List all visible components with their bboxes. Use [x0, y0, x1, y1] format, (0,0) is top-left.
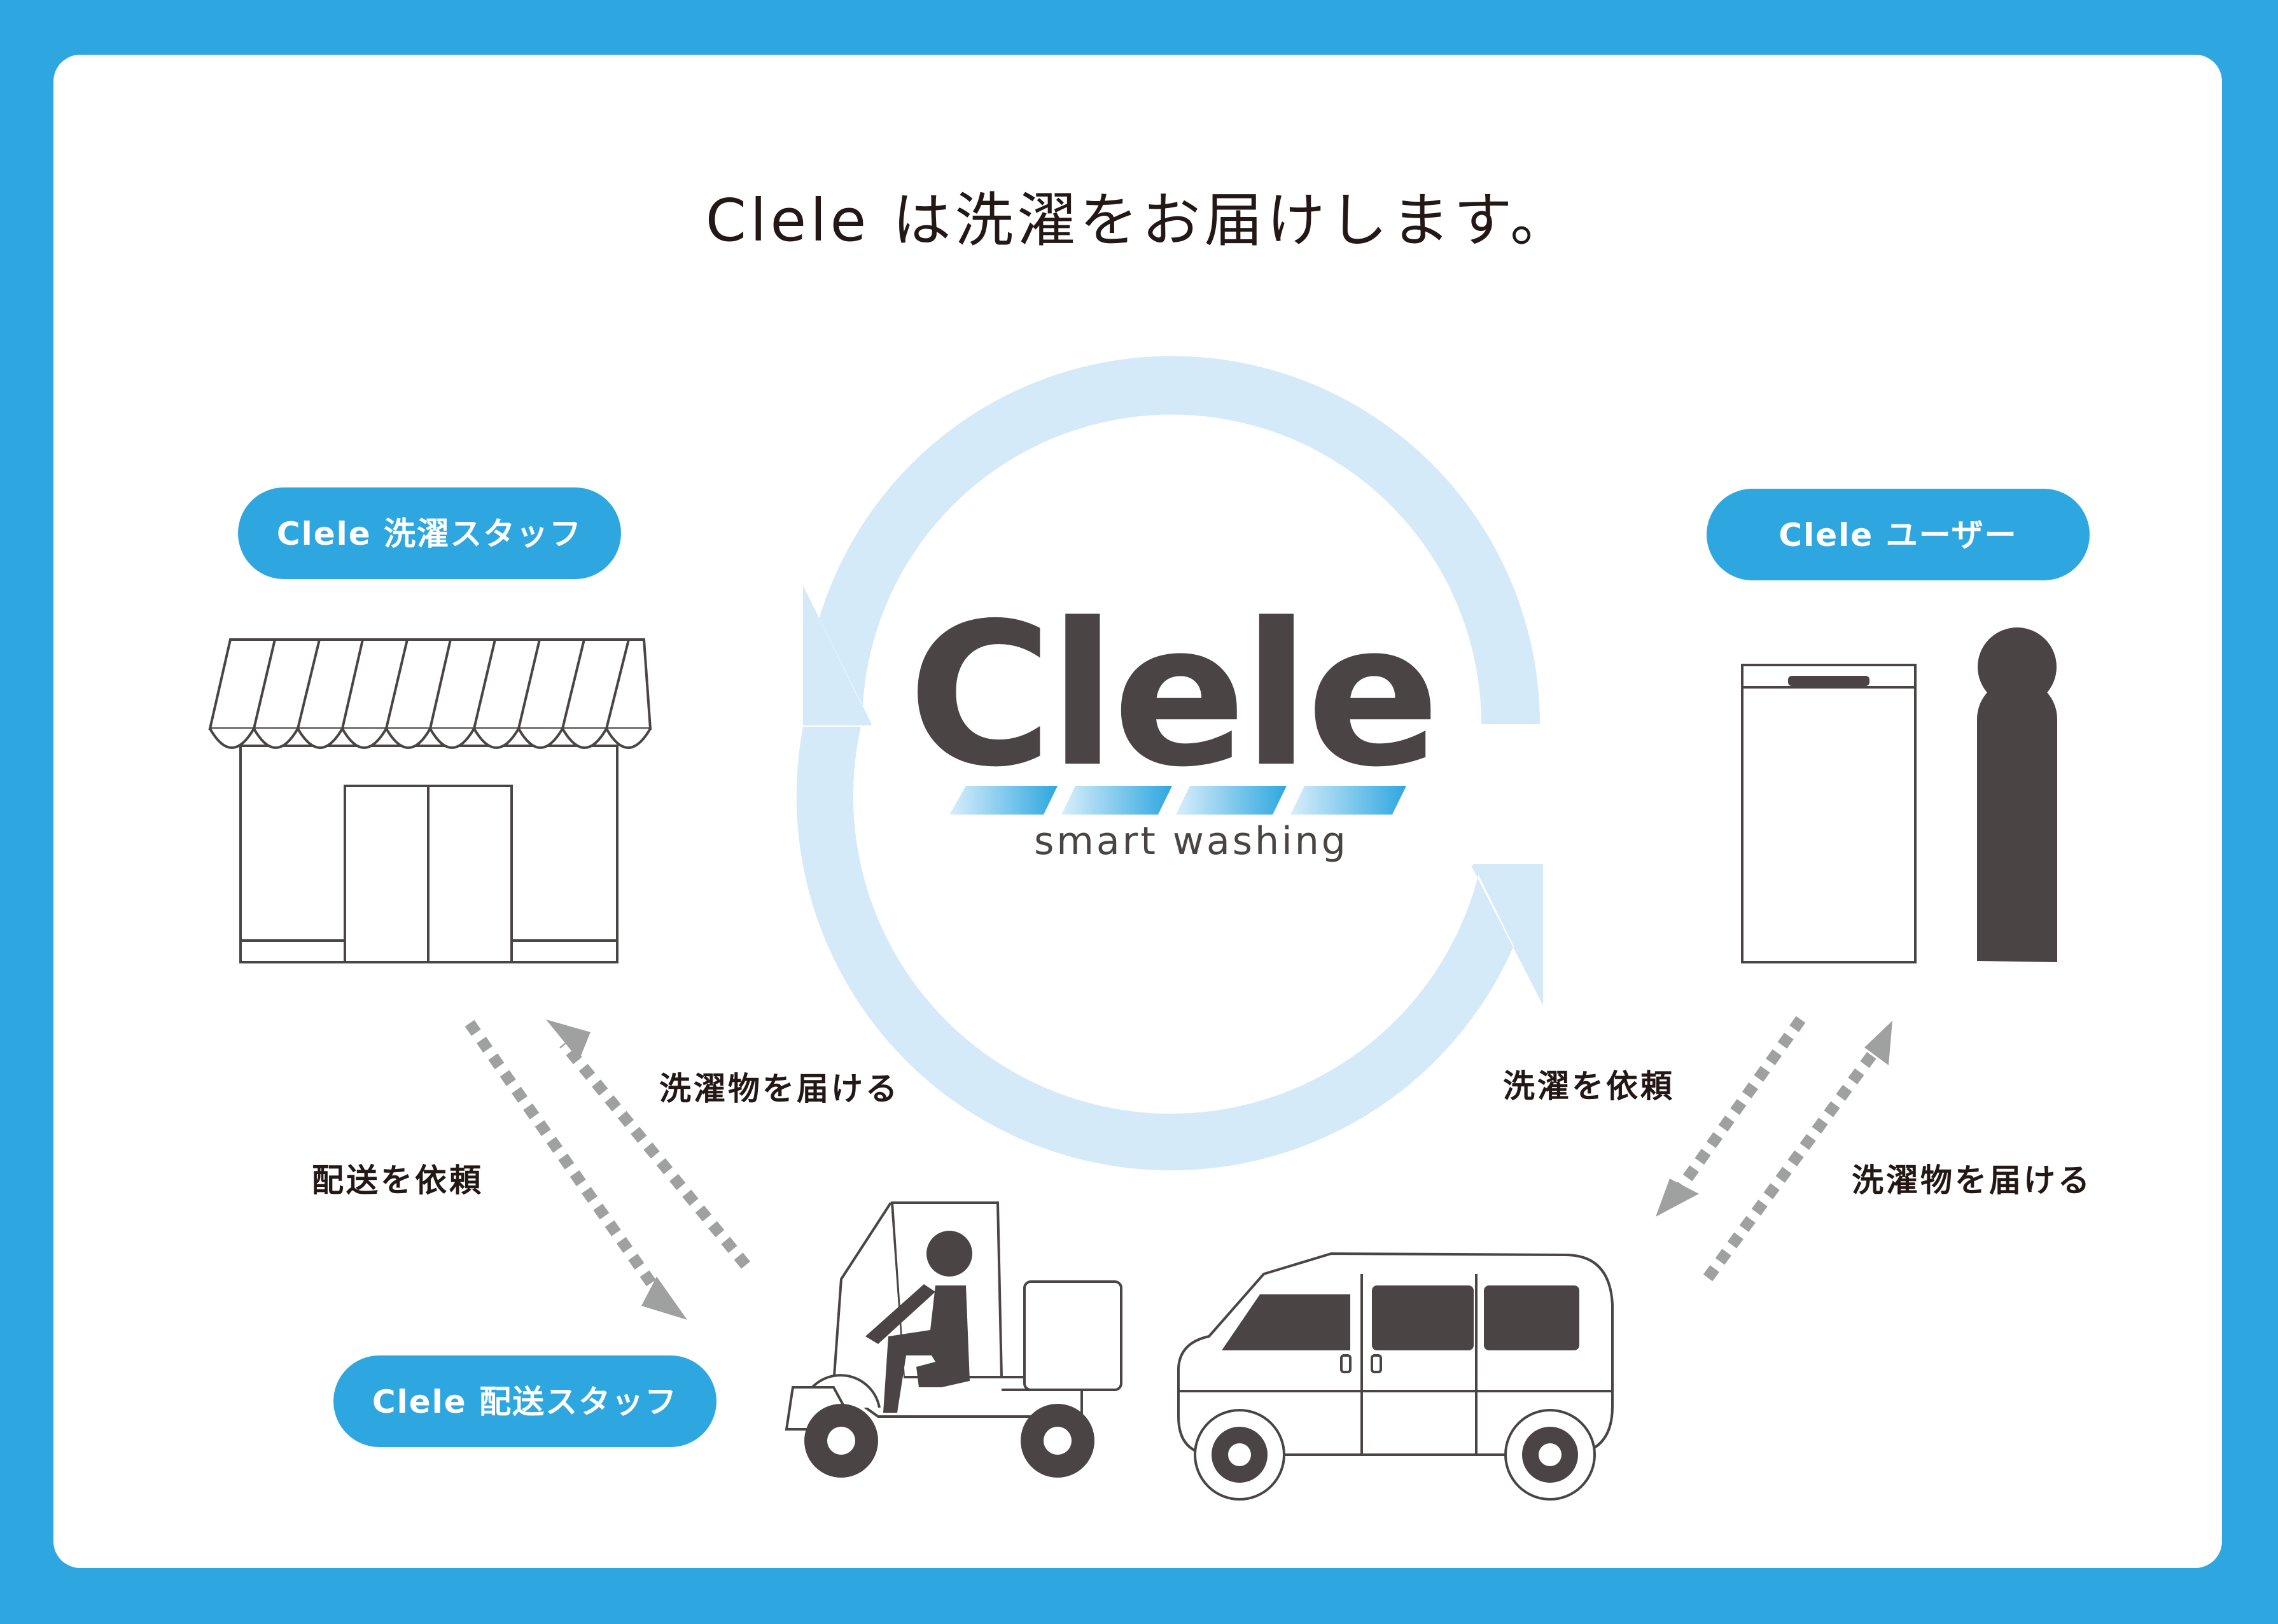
pill-user-label: Clele ユーザー: [1778, 517, 2017, 554]
pill-delivery-staff: Clele 配送スタッフ: [333, 1355, 716, 1447]
logo-stripes: [949, 786, 1406, 815]
cycle-arrow-icon: [796, 356, 1543, 1171]
label-request-laundry: 洗濯を依頼: [1503, 1068, 1675, 1105]
arrowhead-down-right: [1656, 1179, 1699, 1217]
clele-logo: Clele smart washing: [908, 581, 1441, 864]
label-deliver-laundry-right: 洗濯物を届ける: [1852, 1162, 2092, 1199]
pill-laundry-staff: Clele 洗濯スタッフ: [238, 487, 621, 579]
locker-icon: [1741, 664, 1917, 963]
arrowhead-down-left: [641, 1277, 687, 1320]
arrowhead-up-right: [1864, 1021, 1892, 1065]
page-title: Clele は洗濯をお届けします。: [706, 186, 1573, 255]
label-request-delivery: 配送を依頼: [312, 1162, 484, 1199]
label-deliver-laundry-left: 洗濯物を届ける: [659, 1070, 900, 1107]
arrow-deliver-left: [559, 1040, 750, 1269]
cycle-arrowheads: [803, 585, 1543, 1005]
pill-delivery-staff-label: Clele 配送スタッフ: [372, 1383, 678, 1420]
logo-wordmark: Clele: [908, 581, 1437, 811]
delivery-trike-icon: [785, 1201, 1122, 1478]
pill-laundry-staff-label: Clele 洗濯スタッフ: [277, 515, 582, 552]
person-icon: [1977, 627, 2057, 962]
arrow-deliver-right: [1703, 1047, 1880, 1282]
arrowhead-up-left: [546, 1019, 590, 1060]
logo-tagline: smart washing: [1034, 819, 1348, 864]
pill-user: Clele ユーザー: [1707, 489, 2090, 580]
van-icon: [1177, 1252, 1614, 1501]
arrow-request-laundry: [1675, 1016, 1806, 1193]
arrow-request-delivery: [465, 1019, 667, 1302]
shop-icon: [208, 638, 652, 963]
